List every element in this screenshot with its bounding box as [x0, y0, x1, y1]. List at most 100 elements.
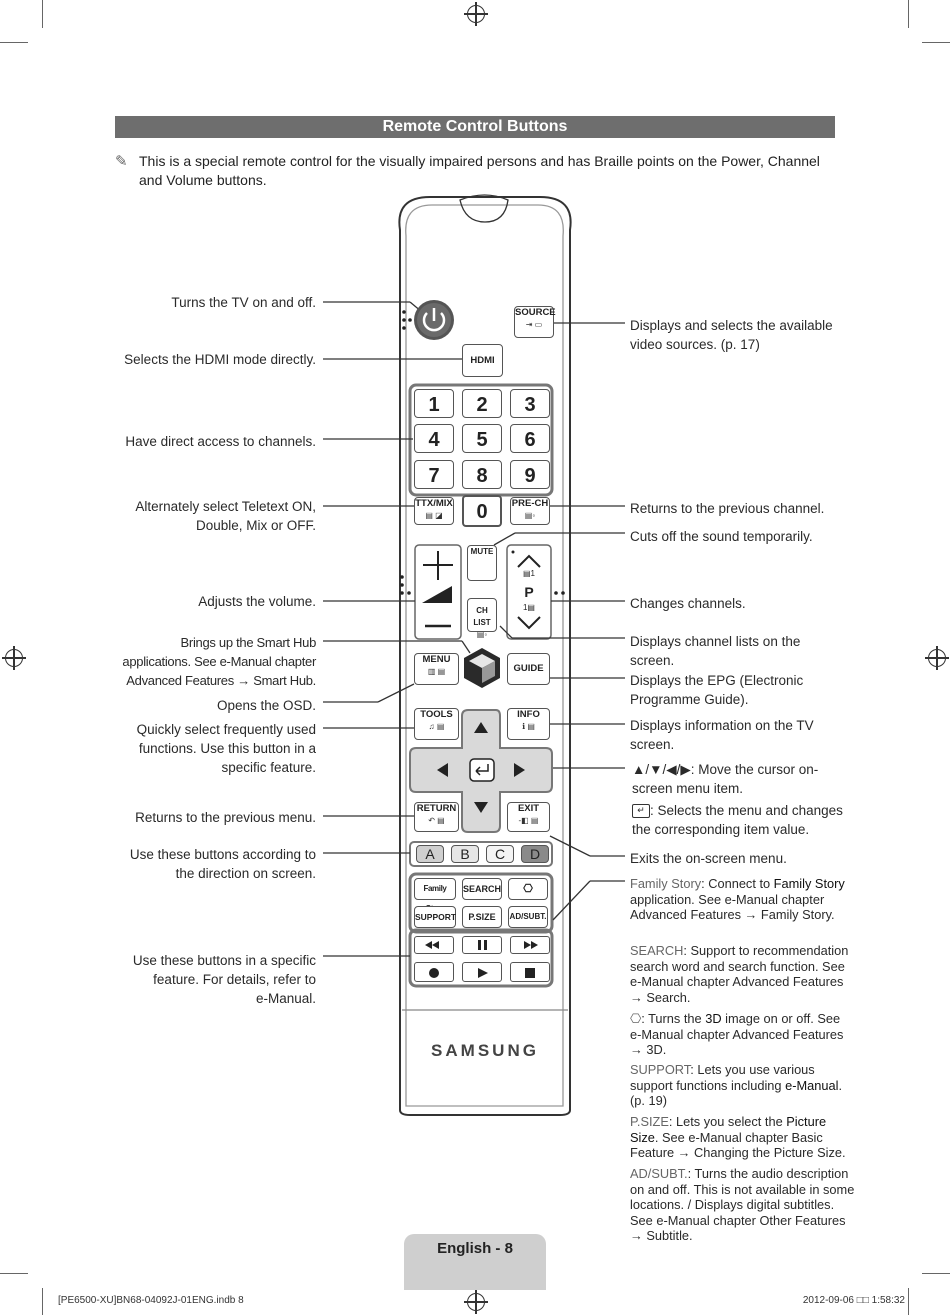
3d-button[interactable]: ⎔	[508, 878, 548, 900]
support-button[interactable]: SUPPORT	[414, 906, 456, 928]
crop-mark	[922, 1273, 950, 1274]
3d-text-c: image on or off. See e-Manual chapter Ad…	[630, 1011, 844, 1058]
chlist-desc-1: Displays channel lists on the	[630, 634, 801, 649]
digit-1-button[interactable]: 1	[414, 389, 454, 418]
cursor-arrows: ▲/▼/◀/▶	[632, 762, 691, 777]
digit-6-button[interactable]: 6	[510, 424, 550, 453]
color-button-a[interactable]: A	[416, 845, 444, 863]
teletext-icon: ▤ ◪	[425, 511, 443, 520]
digit-9-button[interactable]: 9	[510, 460, 550, 489]
digit-7-button[interactable]: 7	[414, 460, 454, 489]
ad-subt-button[interactable]: AD/SUBT.	[508, 906, 548, 928]
nav-down-button[interactable]	[462, 796, 500, 830]
smart-hub-button[interactable]	[462, 646, 502, 690]
registration-mark-icon	[2, 646, 26, 670]
family-story-button[interactable]: Family Story	[414, 878, 456, 913]
support-desc: SUPPORT: Lets you use various support fu…	[630, 1062, 855, 1109]
ttx-mix-button[interactable]: TTX/MIX ▤ ◪	[414, 497, 454, 525]
teletext-desc-1: Alternately select Teletext ON,	[135, 499, 316, 514]
menu-label: MENU	[422, 654, 451, 665]
rewind-button[interactable]	[414, 936, 454, 954]
play-button[interactable]	[462, 962, 502, 982]
family-story-text-a: : Connect to	[701, 876, 774, 891]
tools-desc-3: specific feature.	[221, 760, 316, 775]
ch-list-icon: ▤◦	[476, 630, 488, 639]
ch-list-button[interactable]: CH LIST ▤◦	[467, 598, 497, 639]
3d-icon: ⎔	[523, 883, 533, 895]
guide-button[interactable]: GUIDE	[507, 653, 550, 685]
ad-subt-key: AD/SUBT.	[630, 1166, 688, 1181]
pause-button[interactable]	[462, 936, 502, 954]
crop-mark	[42, 1288, 43, 1315]
volume-rocker[interactable]	[415, 545, 461, 639]
support-text-c: . (p. 19)	[630, 1077, 843, 1109]
stop-button[interactable]	[510, 962, 550, 982]
digit-4-button[interactable]: 4	[414, 424, 454, 453]
pencil-note-icon: ✎	[115, 153, 128, 170]
source-button[interactable]: SOURCE ⇥ ▭	[514, 306, 556, 338]
tools-label: TOOLS	[420, 709, 453, 720]
source-desc-2: video sources. (p. 17)	[630, 337, 760, 352]
family-story-text-b: Family Story	[773, 876, 845, 891]
menu-button[interactable]: MENU ▥ ▤	[414, 653, 459, 685]
nav-up-button[interactable]	[462, 712, 500, 744]
epg-desc-1: Displays the EPG (Electronic	[630, 673, 804, 688]
tools-button[interactable]: TOOLS ♫ ▤	[414, 708, 459, 740]
3d-icon: ⎔	[630, 1011, 642, 1026]
tools-desc-2: functions. Use this button in a	[138, 741, 316, 756]
cursor-desc-2: screen menu item.	[632, 781, 744, 796]
digit-3-button[interactable]: 3	[510, 389, 550, 418]
nav-left-button[interactable]	[412, 750, 460, 790]
exit-button[interactable]: EXIT -◧ ▤	[507, 802, 550, 832]
power-button[interactable]	[414, 300, 454, 340]
mute-button[interactable]: MUTE	[467, 545, 497, 581]
color-button-c[interactable]: C	[486, 845, 514, 863]
family-story-text-c: application. See e-Manual chapter Advanc…	[630, 891, 835, 923]
3d-text-b: 3D	[705, 1011, 722, 1026]
return-desc: Returns to the previous menu.	[135, 810, 316, 825]
enter-icon: ↵	[632, 804, 650, 819]
digit-8-button[interactable]: 8	[462, 460, 502, 489]
hdmi-button[interactable]: HDMI	[462, 344, 503, 377]
pre-ch-label: PRE-CH	[511, 498, 549, 509]
tools-icon: ♫ ▤	[428, 722, 445, 731]
digit-5-button[interactable]: 5	[462, 424, 502, 453]
registration-mark-icon	[925, 646, 949, 670]
mute-desc: Cuts off the sound temporarily.	[630, 529, 813, 544]
source-label: SOURCE	[515, 307, 556, 318]
enter-desc-2: the corresponding item value.	[632, 822, 810, 837]
color-desc-1: Use these buttons according to	[129, 847, 316, 862]
color-button-b[interactable]: B	[451, 845, 479, 863]
ad-subt-text: : Turns the audio description on and off…	[630, 1166, 855, 1244]
info-button[interactable]: INFO ℹ ▤	[507, 708, 550, 740]
note: ✎ This is a special remote control for t…	[115, 152, 835, 190]
color-desc-2: the direction on screen.	[175, 866, 316, 881]
color-button-d[interactable]: D	[521, 845, 549, 863]
digit-2-button[interactable]: 2	[462, 389, 502, 418]
record-button[interactable]	[414, 962, 454, 982]
enter-button[interactable]	[470, 759, 494, 781]
tools-desc-1: Quickly select frequently used	[136, 722, 316, 737]
ch-up-info-icon: ▤1	[522, 569, 535, 578]
support-text-b: e-Manual	[785, 1077, 839, 1093]
registration-mark-icon	[464, 1290, 488, 1314]
p-size-text-b: Picture Size	[630, 1114, 827, 1145]
nav-right-button[interactable]	[502, 750, 550, 790]
power-label: Turns the TV on and off.	[171, 295, 316, 310]
pre-ch-button[interactable]: PRE-CH ▤◦	[510, 497, 550, 525]
media-desc-2: feature. For details, refer to	[153, 972, 316, 987]
enter-desc-text: : Selects the menu and changes	[650, 803, 843, 818]
exit-desc: Exits the on-screen menu.	[630, 851, 787, 866]
hdmi-desc: Selects the HDMI mode directly.	[124, 352, 316, 367]
osd-desc: Opens the OSD.	[216, 698, 316, 713]
digit-0-button[interactable]: 0	[462, 495, 502, 527]
fast-forward-button[interactable]	[510, 936, 550, 954]
exit-icon: -◧ ▤	[518, 816, 539, 825]
search-text: : Support to recommendation search word …	[630, 943, 849, 1005]
crop-mark	[908, 0, 909, 28]
3d-text-a: : Turns the	[641, 1011, 706, 1026]
search-button[interactable]: SEARCH	[462, 878, 502, 900]
cursor-desc-1: ▲/▼/◀/▶: Move the cursor on-	[632, 760, 892, 779]
p-size-button[interactable]: P.SIZE	[462, 906, 502, 928]
return-button[interactable]: RETURN ↶ ▤	[414, 802, 459, 832]
